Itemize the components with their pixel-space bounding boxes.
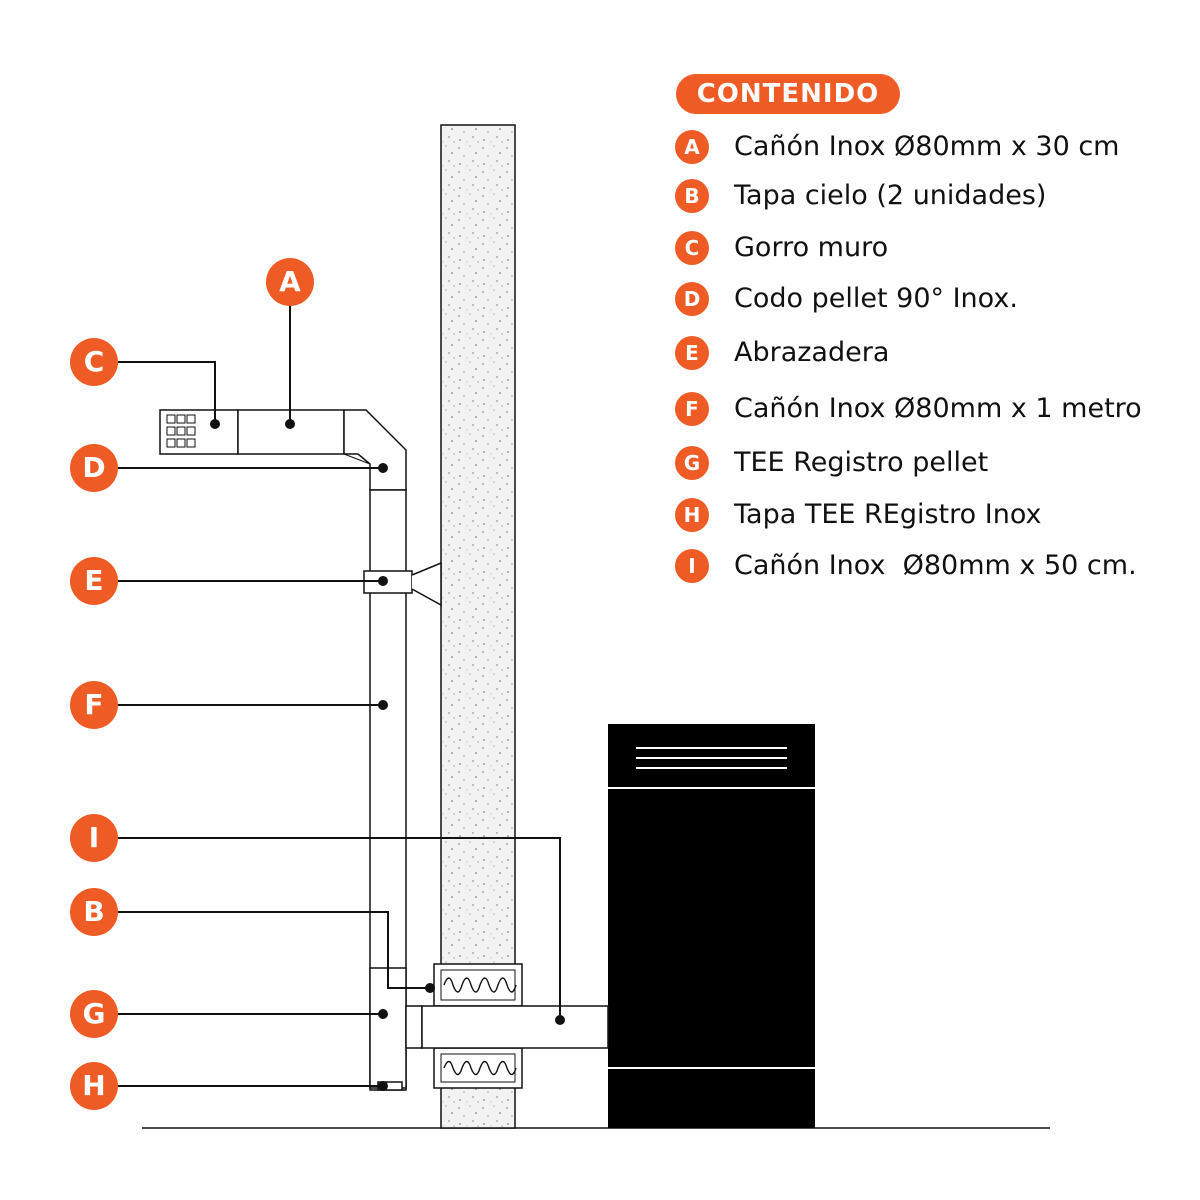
leader-dots xyxy=(210,419,565,1091)
legend-item: C Gorro muro xyxy=(672,229,1192,269)
legend-letter: H xyxy=(675,498,709,532)
callout-e: E xyxy=(70,557,118,605)
legend-text: Tapa TEE REgistro Inox xyxy=(734,499,1042,530)
wall-column xyxy=(440,124,516,1129)
legend-letter: F xyxy=(675,392,709,426)
legend-letter: I xyxy=(675,549,709,583)
legend-text: Gorro muro xyxy=(734,232,889,263)
legend-letter: C xyxy=(675,231,709,265)
legend-text: Tapa cielo (2 unidades) xyxy=(734,180,1047,211)
legend-item: I Cañón Inox Ø80mm x 50 cm. xyxy=(672,547,1192,587)
legend-item: H Tapa TEE REgistro Inox xyxy=(672,496,1192,536)
legend-item: D Codo pellet 90° Inox. xyxy=(672,280,1192,320)
legend-letter: A xyxy=(675,130,709,164)
legend-letter: E xyxy=(675,336,709,370)
callout-b: B xyxy=(70,888,118,936)
callout-i: I xyxy=(70,814,118,862)
elbow-90 xyxy=(343,409,407,491)
leader-lines xyxy=(118,300,561,1087)
legend-text: Codo pellet 90° Inox. xyxy=(734,283,1018,314)
callout-g: G xyxy=(70,990,118,1038)
callout-d: D xyxy=(70,444,118,492)
callout-a: A xyxy=(266,258,314,306)
callout-c: C xyxy=(70,338,118,386)
callout-f: F xyxy=(70,681,118,729)
legend-item: A Cañón Inox Ø80mm x 30 cm xyxy=(672,128,1192,168)
legend-letter: G xyxy=(675,446,709,480)
pipe-50cm xyxy=(421,1005,609,1049)
tee-registro xyxy=(369,967,423,1091)
clamp xyxy=(363,561,442,607)
legend-item: E Abrazadera xyxy=(672,334,1192,374)
legend-text: Cañón Inox Ø80mm x 50 cm. xyxy=(734,550,1137,581)
legend-text: Cañón Inox Ø80mm x 1 metro xyxy=(734,393,1142,424)
ceiling-cap-lower xyxy=(433,1047,523,1089)
legend-text: Abrazadera xyxy=(734,337,890,368)
ceiling-cap-upper xyxy=(433,963,523,1007)
legend-text: Cañón Inox Ø80mm x 30 cm xyxy=(734,131,1120,162)
legend-letter: B xyxy=(675,179,709,213)
legend-text: TEE Registro pellet xyxy=(734,447,989,478)
legend-item: G TEE Registro pellet xyxy=(672,444,1192,484)
legend-title: CONTENIDO xyxy=(676,74,900,114)
legend-letter: D xyxy=(675,282,709,316)
legend-item: F Cañón Inox Ø80mm x 1 metro xyxy=(672,390,1192,430)
callout-h: H xyxy=(70,1062,118,1110)
legend-item: B Tapa cielo (2 unidades) xyxy=(672,177,1192,217)
pellet-stove xyxy=(608,724,815,1128)
wall-cap xyxy=(159,409,239,455)
